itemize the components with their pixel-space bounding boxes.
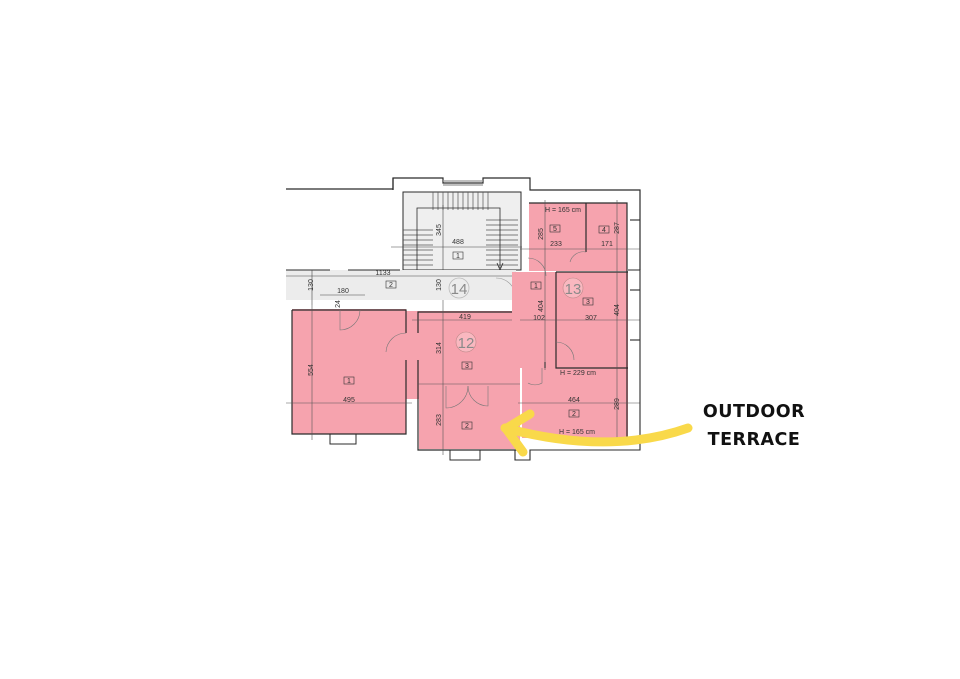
u13-room2-number: 2: [572, 411, 576, 418]
zone-14-label: 14: [451, 281, 468, 298]
corridor-room-number: 2: [389, 282, 393, 289]
u13-height-bottom: H = 165 cm: [559, 429, 595, 436]
u12-room1-width-dim: 495: [343, 397, 355, 404]
u12-room1-number: 1: [347, 378, 351, 385]
u12-room3-depth-dim: 314: [436, 342, 443, 354]
exterior-wall-right: [514, 219, 641, 461]
u12-room2-depth-dim: 283: [436, 414, 443, 426]
terrace-arrow: [500, 409, 693, 457]
u13-room5-depth-dim: 285: [538, 228, 545, 240]
u13-room1-number: 1: [534, 283, 538, 290]
corridor-room-number-box: [385, 280, 397, 289]
u13-height-top: H = 165 cm: [545, 207, 581, 214]
callout-line-2: TERRACE: [707, 430, 801, 450]
corridor-width-dim-left: 130: [308, 279, 315, 291]
staircase-width-dim: 488: [452, 239, 464, 246]
staircase-room-number-box: [452, 251, 464, 260]
zone-12-label: 12: [458, 335, 475, 352]
u13-room4-depth-dim: 287: [614, 222, 621, 234]
staircase-depth-dim: 345: [436, 224, 443, 236]
u13-room4-width-dim: 171: [601, 241, 613, 248]
corridor-entry-width-dim: 180: [337, 288, 349, 295]
outdoor-terrace-callout: OUTDOOR TERRACE: [684, 398, 824, 454]
u13-room3-width-dim: 307: [585, 315, 597, 322]
unit-13: H = 165 cm 5 233 285 4 171 287 1 102 404…: [512, 200, 640, 440]
callout-line-1: OUTDOOR: [702, 402, 806, 422]
u12-room1-depth-dim: 554: [308, 364, 315, 376]
u13-room4-number: 4: [602, 227, 606, 234]
staircase-room-number: 1: [456, 253, 460, 260]
unit-12: 554 495 1 419 314 3 12 283 2: [286, 300, 520, 461]
u13-height-mid: H = 229 cm: [560, 370, 596, 377]
u13-room5-number: 5: [553, 226, 557, 233]
u13-room3-depth-dim: 404: [614, 304, 621, 316]
corridor-entry-depth-dim: 24: [335, 300, 342, 308]
building-outline: [286, 177, 641, 270]
corridor-length-dim: 1133: [375, 270, 390, 277]
u13-room2-depth-dim: 289: [614, 398, 621, 410]
u12-room3-number: 3: [465, 363, 469, 370]
corridor: 1133 130 130 2 180 24 14: [286, 269, 517, 308]
u12-room2-number: 2: [465, 423, 469, 430]
u12-room3-width-dim: 419: [459, 314, 471, 321]
u13-room5-width-dim: 233: [550, 241, 562, 248]
u13-room1-depth-dim: 404: [538, 300, 545, 312]
corridor-width-dim-right: 130: [436, 279, 443, 291]
zone-13-label: 13: [565, 281, 582, 298]
u13-room2-width-dim: 464: [568, 397, 580, 404]
u13-room1-width-dim: 102: [533, 315, 545, 322]
u13-room3-number: 3: [586, 299, 590, 306]
